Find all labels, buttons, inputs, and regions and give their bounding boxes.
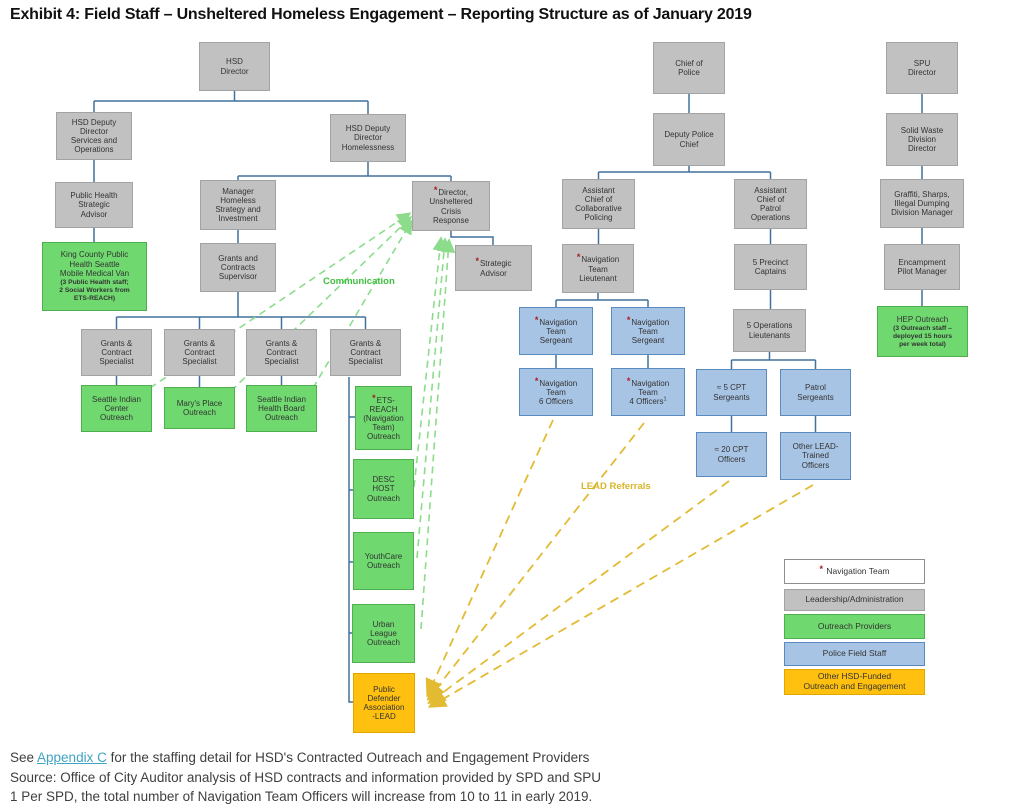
org-box-encampment-pilot-manager: Encampment Pilot Manager (884, 244, 960, 290)
org-box-navigation-team-sergeant-2: *Navigation Team Sergeant (611, 307, 685, 355)
org-box-grants-contracts-supervisor: Grants and Contracts Supervisor (200, 243, 276, 292)
org-box-asst-chief-patrol: Assistant Chief of Patrol Operations (734, 179, 807, 229)
org-box-urban-league: Urban League Outreach (352, 604, 415, 663)
org-box-solid-waste-director: Solid Waste Division Director (886, 113, 958, 166)
org-box-grants-specialist-4: Grants & Contract Specialist (330, 329, 401, 376)
communication-label: Communication (323, 276, 395, 287)
navigation-team-asterisk: * (626, 375, 631, 386)
footer-line-footnote: 1 Per SPD, the total number of Navigatio… (10, 789, 593, 804)
org-box-desc-host: DESC HOST Outreach (353, 459, 414, 519)
navigation-team-asterisk: * (534, 375, 539, 386)
org-box-youthcare: YouthCare Outreach (353, 532, 414, 590)
org-box-grants-specialist-2: Grants & Contract Specialist (164, 329, 235, 376)
footnote-marker: 1 (663, 396, 667, 403)
org-box-seattle-indian-center: Seattle Indian Center Outreach (81, 385, 152, 432)
org-box-asst-chief-collaborative: Assistant Chief of Collaborative Policin… (562, 179, 635, 229)
org-box-cpt-sergeants: ≈ 5 CPT Sergeants (696, 369, 767, 416)
footer-line-source: Source: Office of City Auditor analysis … (10, 769, 602, 785)
org-box-grants-specialist-3: Grants & Contract Specialist (246, 329, 317, 376)
org-box-navigation-team-sergeant-1: *Navigation Team Sergeant (519, 307, 593, 355)
navigation-team-asterisk: * (433, 185, 438, 196)
org-box-cpt-officers: ≈ 20 CPT Officers (696, 432, 767, 477)
org-box-navigation-team-4-officers: *Navigation Team 4 Officers1 (611, 368, 685, 416)
org-box-seattle-indian-health-board: Seattle Indian Health Board Outreach (246, 385, 317, 432)
org-box-strategic-advisor: *Strategic Advisor (455, 245, 532, 291)
org-box-grants-specialist-1: Grants & Contract Specialist (81, 329, 152, 376)
navigation-team-asterisk: * (534, 314, 539, 325)
legend-leadership-administration: Leadership/Administration (784, 589, 925, 611)
footer-notes: See Appendix C for the staffing detail f… (10, 748, 601, 807)
exhibit-title: Exhibit 4: Field Staff – Unsheltered Hom… (10, 6, 752, 23)
org-box-spu-director: SPU Director (886, 42, 958, 94)
navigation-team-asterisk: * (372, 392, 376, 403)
navigation-team-asterisk: * (626, 314, 631, 325)
org-box-lead-trained-officers: Other LEAD- Trained Officers (780, 432, 851, 480)
org-box-navigation-team-6-officers: *Navigation Team 6 Officers (519, 368, 593, 416)
org-box-public-defender-association-lead: Public Defender Association -LEAD (353, 673, 415, 733)
org-box-director-unsheltered-crisis: *Director, Unsheltered Crisis Response (412, 181, 490, 231)
appendix-c-link[interactable]: Appendix C (37, 750, 107, 765)
legend-navigation-team: * Navigation Team (784, 559, 925, 584)
org-box-graffiti-sharps-manager: Graffiti, Sharps, Illegal Dumping Divisi… (880, 179, 964, 228)
org-box-ets-reach: *ETS- REACH (Navigation Team) Outreach (355, 386, 412, 450)
org-box-hsd-director: HSD Director (199, 42, 270, 91)
navigation-team-asterisk: * (576, 252, 581, 263)
footer-line-appendix: See Appendix C for the staffing detail f… (10, 750, 590, 765)
org-box-public-health-advisor: Public Health Strategic Advisor (55, 182, 133, 228)
legend-police-field-staff: Police Field Staff (784, 642, 925, 666)
lead-referrals-label: LEAD Referrals (581, 481, 651, 492)
org-box-precinct-captains: 5 Precinct Captains (734, 244, 807, 290)
org-box-navigation-team-lieutenant: *Navigation Team Lieutenant (562, 244, 634, 293)
org-box-manager-homeless-strategy: Manager Homeless Strategy and Investment (200, 180, 276, 230)
org-box-hsd-deputy-homelessness: HSD Deputy Director Homelessness (330, 114, 406, 162)
legend-other-hsd-funded: Other HSD-Funded Outreach and Engagement (784, 669, 925, 695)
org-box-operations-lieutenants: 5 Operations Lieutenants (733, 309, 806, 352)
org-box-hsd-deputy-services: HSD Deputy Director Services and Operati… (56, 112, 132, 160)
org-box-hep-outreach: HEP Outreach(3 Outreach staff – deployed… (877, 306, 968, 357)
navigation-team-asterisk: * (819, 564, 823, 575)
org-box-deputy-police-chief: Deputy Police Chief (653, 113, 725, 166)
org-box-patrol-sergeants: Patrol Sergeants (780, 369, 851, 416)
org-box-king-county-medical-van: King County Public Health Seattle Mobile… (42, 242, 147, 311)
org-box-marys-place: Mary's Place Outreach (164, 387, 235, 429)
legend-outreach-providers: Outreach Providers (784, 614, 925, 639)
org-box-chief-of-police: Chief of Police (653, 42, 725, 94)
navigation-team-asterisk: * (475, 256, 479, 267)
